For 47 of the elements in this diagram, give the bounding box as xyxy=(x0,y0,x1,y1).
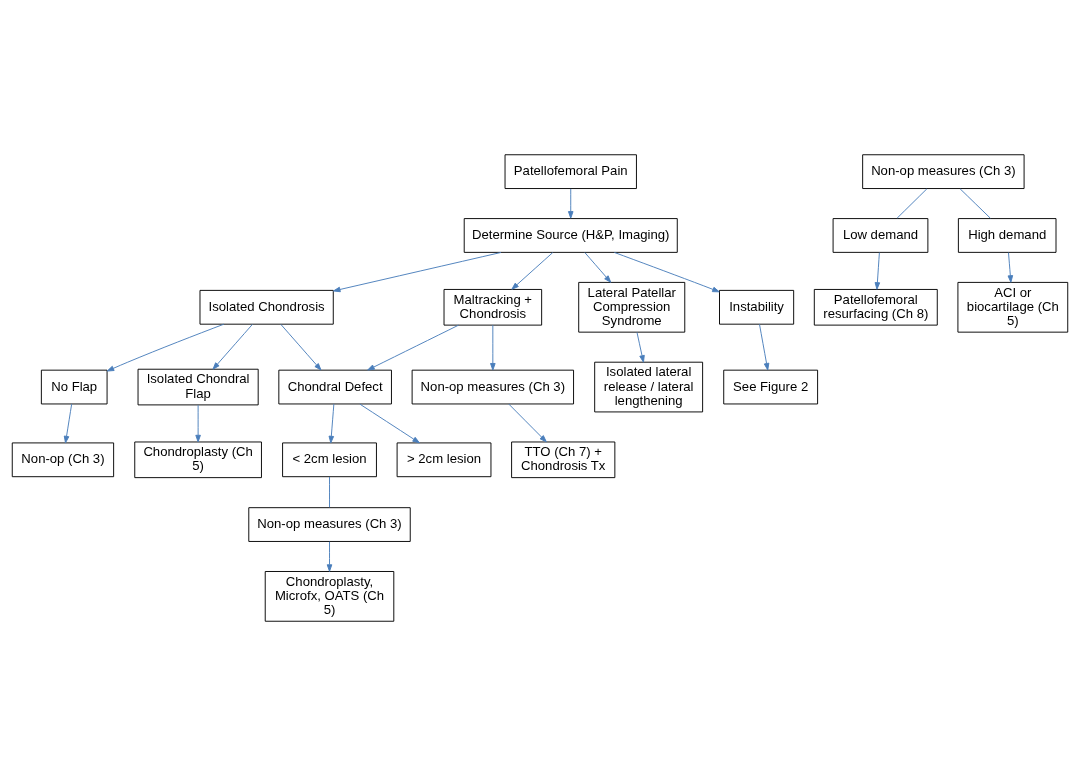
arrow xyxy=(874,251,881,290)
node-box: < 2cm lesion xyxy=(282,441,377,477)
node-box: Non-op (Ch 3) xyxy=(11,441,115,477)
node-box: Lateral Patellar Compression Syndrome xyxy=(578,281,686,333)
node-box: Patellofemoral Pain xyxy=(504,153,637,189)
node-box: ACI or biocartilage (Ch 5) xyxy=(957,281,1069,333)
arrow xyxy=(759,323,770,370)
arrow xyxy=(328,403,335,443)
node-box: TTO (Ch 7) + Chondrosis Tx xyxy=(511,441,616,478)
arrow xyxy=(280,323,322,370)
node-box: Low demand xyxy=(832,217,929,253)
node-box: Determine Source (H&P, Imaging) xyxy=(463,217,678,253)
arrow xyxy=(106,323,225,372)
arrow xyxy=(367,324,460,371)
node-box: No Flap xyxy=(40,369,108,404)
connector xyxy=(896,187,928,219)
arrow xyxy=(1007,251,1014,283)
node-box: Non-op measures (Ch 3) xyxy=(411,369,575,404)
node-box: Patellofemoral resurfacing (Ch 8) xyxy=(813,288,938,326)
node-box: Maltracking + Chondrosis xyxy=(443,288,543,326)
arrow xyxy=(333,251,502,292)
connector xyxy=(329,475,330,508)
arrow xyxy=(63,403,73,443)
arrow xyxy=(584,251,612,283)
arrow xyxy=(511,251,554,290)
arrow xyxy=(613,251,720,292)
node-box: > 2cm lesion xyxy=(396,441,492,477)
node-box: See Figure 2 xyxy=(723,369,819,404)
arrow xyxy=(490,324,496,371)
arrow xyxy=(212,323,253,370)
arrow xyxy=(359,403,420,443)
arrow xyxy=(567,187,574,219)
node-box: Isolated Chondrosis xyxy=(199,289,334,325)
arrow xyxy=(195,404,201,442)
node-box: Isolated Chondral Flap xyxy=(137,368,259,405)
arrow xyxy=(636,331,645,363)
connector xyxy=(959,187,991,219)
node-box: Chondroplasty (Ch 5) xyxy=(134,441,262,478)
node-box: High demand xyxy=(957,217,1057,253)
node-box: Non-op measures (Ch 3) xyxy=(248,506,411,542)
arrow xyxy=(508,403,547,442)
node-box: Non-op measures (Ch 3) xyxy=(862,153,1025,189)
node-box: Chondral Defect xyxy=(278,369,392,404)
arrow xyxy=(326,540,333,572)
node-box: Chondroplasty, Microfx, OATS (Ch 5) xyxy=(264,570,395,622)
node-box: Isolated lateral release / lateral lengthening xyxy=(594,361,704,412)
node-box: Instability xyxy=(719,289,795,325)
